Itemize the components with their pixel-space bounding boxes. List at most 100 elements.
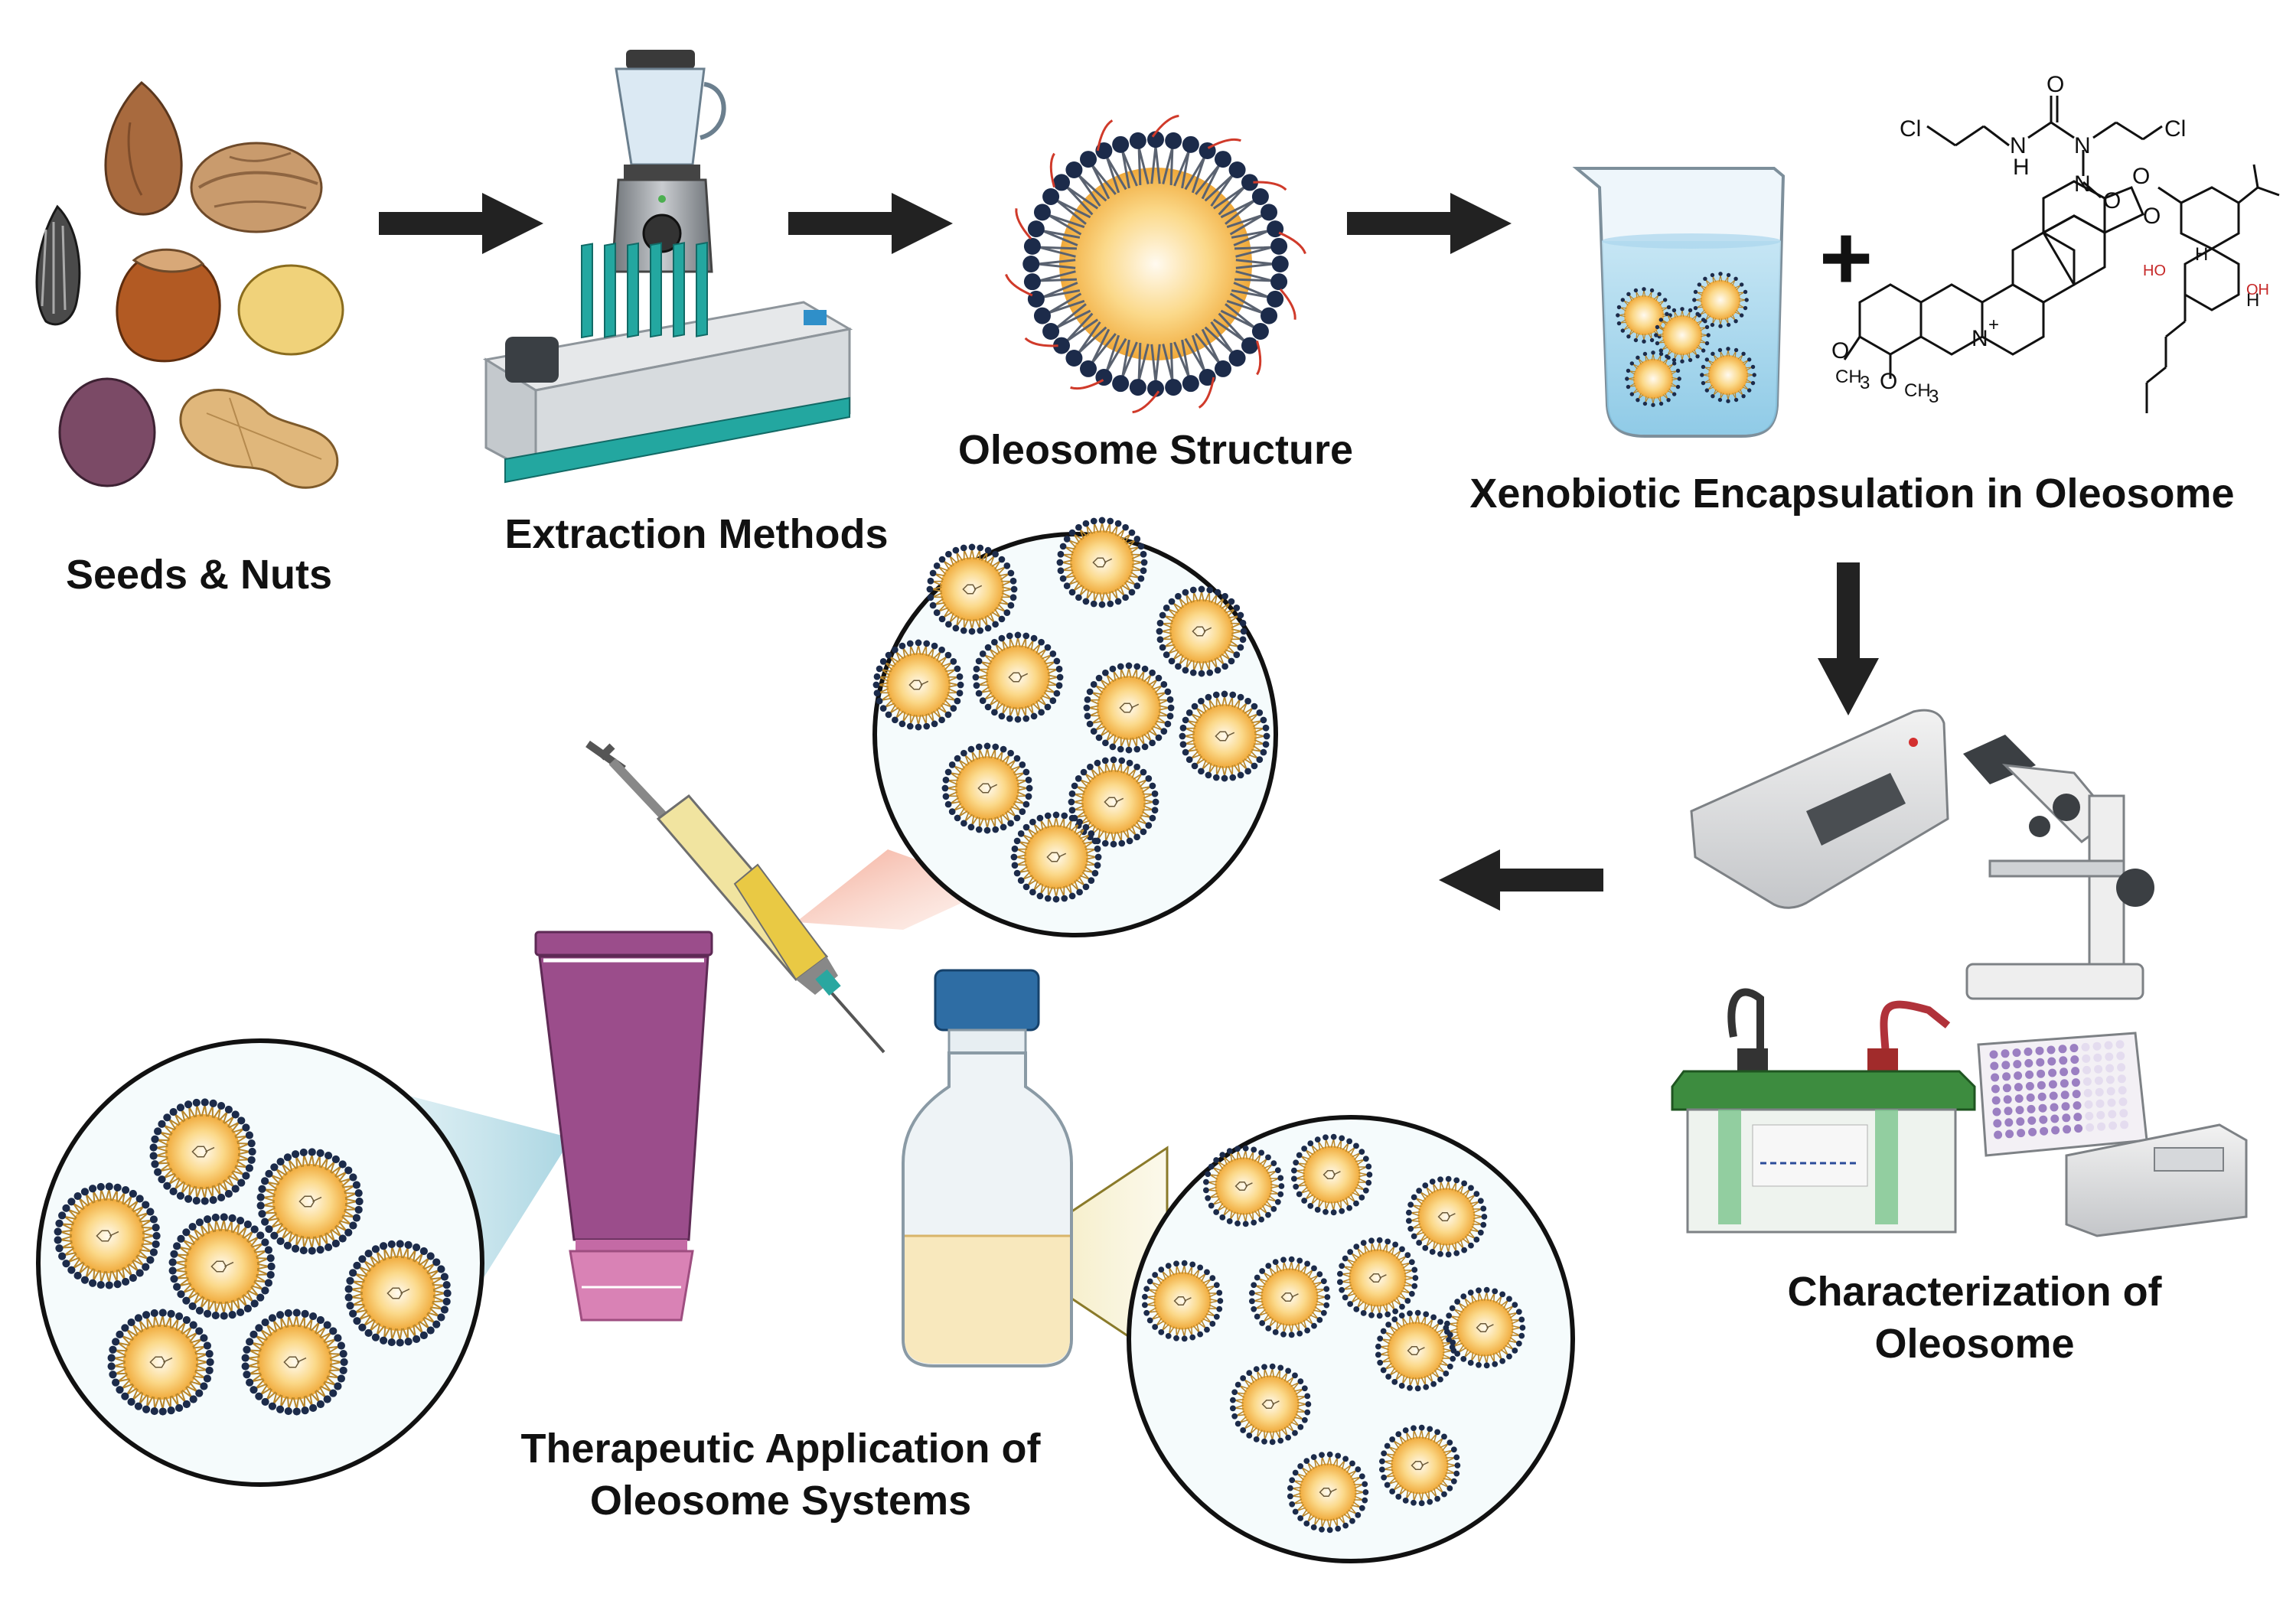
gel-electrophoresis-icon [1671, 988, 1976, 1234]
carmustine-labels: Cl N H O N N O Cl [1900, 72, 2186, 214]
oleosome [1083, 662, 1175, 754]
oleosome [107, 1309, 214, 1416]
berberine-labels: N + O O O O CH 3 CH 3 [1831, 164, 2161, 407]
berberine-structure [1843, 180, 2144, 379]
walnut-icon [190, 142, 323, 233]
label-xenobiotic-encapsulation: Xenobiotic Encapsulation in Oleosome [1469, 471, 2235, 517]
oleosome [1375, 1309, 1457, 1392]
oleosome [1336, 1237, 1419, 1319]
almond-icon [104, 81, 183, 216]
svg-text:O: O [1831, 338, 1849, 363]
oleosome [1616, 287, 1672, 344]
arrow-characterization-to-therapeutic [1439, 849, 1603, 911]
svg-text:O: O [2132, 164, 2150, 189]
oleosome [941, 742, 1033, 834]
peanut-icon [179, 389, 339, 489]
label-therapeutic-line2: Oleosome Systems [589, 1477, 972, 1524]
beaker-oleosomes [1616, 272, 1756, 407]
label-therapeutic-line1: Therapeutic Application of [520, 1426, 1041, 1472]
oleosome [1405, 1175, 1488, 1258]
oil-press-machine-icon [482, 241, 853, 484]
svg-text:HO: HO [2143, 262, 2166, 279]
svg-text:Cl: Cl [1900, 116, 1921, 142]
reagent-bottle-icon [902, 969, 1073, 1367]
svg-text:H: H [2013, 155, 2030, 180]
zoom-cone-syringe [796, 849, 995, 930]
carmustine-structure [1926, 96, 2163, 199]
arrow-structure-to-encapsulation [1347, 193, 1512, 254]
oleosome [1287, 1451, 1369, 1534]
svg-text:CH: CH [1835, 367, 1862, 387]
microplate-reader-icon [1977, 1032, 2248, 1237]
blender-icon [611, 50, 726, 273]
seeds-and-nuts-illustration [35, 81, 344, 489]
soybean-icon [237, 264, 344, 356]
zoom-circle-bottle-oleosomes [1141, 1133, 1526, 1534]
beaker-icon [1572, 167, 1786, 438]
oleosome [149, 1098, 256, 1205]
oleosome [872, 639, 964, 731]
particle-size-analyzer-icon [1690, 709, 1949, 909]
svg-text:O: O [2143, 204, 2161, 229]
plus-sign: + [1819, 207, 1873, 309]
oleosome [344, 1240, 452, 1347]
svg-text:3: 3 [1929, 386, 1939, 407]
oleosome [1202, 1145, 1285, 1227]
svg-text:O: O [1880, 369, 1897, 394]
oleosome [1654, 307, 1711, 363]
svg-text:3: 3 [1860, 373, 1870, 393]
zoom-circle-tube-oleosomes [54, 1098, 452, 1416]
oleosome [1378, 1424, 1461, 1507]
oleosome [926, 543, 1018, 635]
label-characterization-line2: Oleosome [1874, 1320, 2075, 1367]
syringe-icon [585, 740, 885, 1054]
oleosome [1692, 272, 1749, 328]
arrow-extraction-to-structure [788, 193, 953, 254]
oleosome [1443, 1286, 1526, 1369]
label-seeds-and-nuts: Seeds & Nuts [65, 552, 333, 598]
oleosome [1700, 347, 1756, 403]
label-oleosome-structure: Oleosome Structure [957, 427, 1354, 473]
label-characterization: Characterization of Oleosome [1737, 1266, 2212, 1370]
microscope-icon [1963, 735, 2154, 1000]
svg-text:O: O [2047, 72, 2064, 97]
cream-tube-icon [534, 931, 713, 1322]
oleosome [1248, 1256, 1331, 1338]
cannabidiol-structure [2145, 164, 2280, 413]
svg-text:N: N [2074, 133, 2091, 158]
oleosome [241, 1309, 348, 1416]
svg-text:OH: OH [2246, 282, 2269, 298]
svg-text:CH: CH [1904, 380, 1931, 401]
svg-text:N: N [1971, 326, 1988, 351]
oleosome [1010, 811, 1102, 903]
arrow-encapsulation-to-characterization [1818, 562, 1879, 715]
zoom-circle-syringe-oleosomes [872, 517, 1270, 903]
svg-text:N: N [2010, 133, 2027, 158]
cannabidiol-labels: HO OH H H [2143, 244, 2269, 311]
svg-text:H: H [2195, 244, 2208, 265]
oleosome [256, 1148, 364, 1255]
oleosome [1625, 350, 1681, 407]
oleosome-structure-illustration [1005, 114, 1306, 414]
oleosome [168, 1213, 276, 1320]
label-extraction-methods: Extraction Methods [504, 511, 889, 557]
oleosome [1141, 1260, 1224, 1342]
oleosome [1179, 690, 1270, 782]
svg-text:+: + [1988, 315, 1999, 335]
label-therapeutic-application: Therapeutic Application of Oleosome Syst… [475, 1423, 1087, 1527]
svg-text:H: H [2246, 290, 2259, 311]
arrow-seeds-to-extraction [379, 193, 543, 254]
dark-bean-icon [58, 377, 156, 487]
oleosome [1056, 517, 1148, 608]
oleosome [1229, 1363, 1312, 1446]
label-characterization-line1: Characterization of [1787, 1269, 2162, 1315]
oleosome [972, 631, 1064, 723]
hazelnut-icon [116, 248, 221, 363]
oleosome [1156, 585, 1247, 677]
oleosome [1290, 1133, 1373, 1216]
sunflower-seed-icon [35, 204, 81, 326]
oleosome [54, 1182, 161, 1289]
svg-text:Cl: Cl [2164, 116, 2186, 142]
svg-text:N: N [2074, 171, 2091, 197]
